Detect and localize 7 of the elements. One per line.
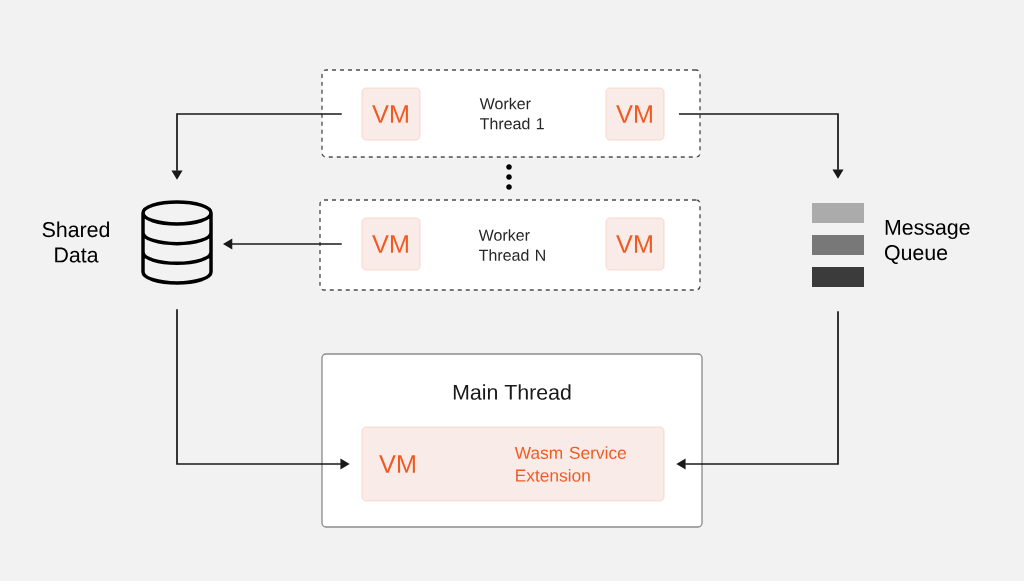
vm-box: VM [361, 87, 421, 141]
vm-box: VM [361, 217, 421, 271]
vm-box: VM [605, 87, 665, 141]
node-label: Shared Data [42, 221, 110, 263]
extension-box: VM Wasm Service Extension [361, 426, 665, 502]
vm-box: VM [605, 217, 665, 271]
node-label: Message Queue [885, 219, 970, 264]
